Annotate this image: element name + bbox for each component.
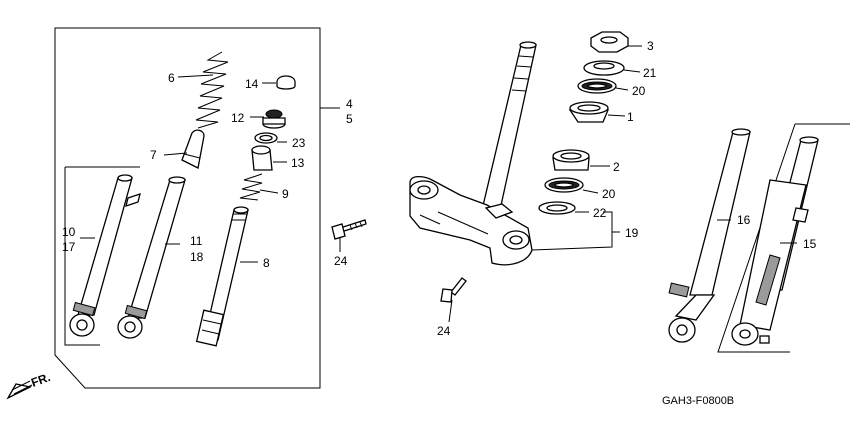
callout-2: 2 <box>613 160 620 174</box>
collar-13 <box>251 145 273 171</box>
callout-19: 19 <box>625 226 639 240</box>
small-spring-9 <box>239 173 263 201</box>
callout-7: 7 <box>150 148 157 162</box>
fork-inner-tube-8 <box>195 206 249 347</box>
fork-outer-tube-11-18 <box>117 176 186 339</box>
callout-3: 3 <box>647 39 654 53</box>
callout-16: 16 <box>737 213 751 227</box>
callout-13: 13 <box>291 156 305 170</box>
ball-bearing-20-upper <box>577 78 617 94</box>
callout-12: 12 <box>231 111 245 125</box>
callout-24-upper: 24 <box>334 254 348 268</box>
bolt-24-upper <box>331 219 367 240</box>
ball-bearing-20-lower <box>544 177 584 193</box>
bearing-race-2 <box>552 149 590 171</box>
damper-piece-7 <box>181 129 205 169</box>
callout-11: 11 <box>190 234 203 248</box>
callout-5: 5 <box>346 112 353 126</box>
callout-10: 10 <box>62 225 76 239</box>
diagram-code: GAH3-F0800B <box>662 395 734 407</box>
callout-6: 6 <box>168 71 175 85</box>
lock-nut-3 <box>590 31 629 53</box>
fork-assembly-16 <box>668 128 751 343</box>
callout-4: 4 <box>346 97 353 111</box>
fork-spring-6 <box>195 51 229 129</box>
callout-18: 18 <box>190 250 204 264</box>
callout-22: 22 <box>593 206 607 220</box>
callout-17: 17 <box>62 240 76 254</box>
callout-15: 15 <box>803 237 817 251</box>
dust-seal-12 <box>262 109 286 129</box>
adjusting-nut-21 <box>583 60 625 76</box>
callout-20-upper: 20 <box>632 84 646 98</box>
callout-14: 14 <box>245 77 259 91</box>
steering-stem-19 <box>409 41 537 266</box>
bearing-race-22 <box>538 201 576 215</box>
callout-24-lower: 24 <box>437 324 451 338</box>
cap-14 <box>276 75 296 90</box>
front-direction-arrow <box>6 380 33 400</box>
fork-outer-tube-10-17 <box>69 174 141 337</box>
callout-9: 9 <box>282 187 289 201</box>
leader-lines <box>80 45 797 323</box>
callout-20-lower: 20 <box>602 187 616 201</box>
callout-8: 8 <box>263 256 270 270</box>
callout-23: 23 <box>292 136 306 150</box>
callout-21: 21 <box>643 66 657 80</box>
assembly-bracket-4-5 <box>54 27 321 389</box>
fork-assembly-15 <box>731 136 819 346</box>
direction-label: FR. <box>29 370 52 390</box>
callout-1: 1 <box>627 110 634 124</box>
bolt-24-lower <box>440 277 467 303</box>
bearing-race-1 <box>568 101 609 123</box>
inner-bracket-10-17 <box>64 166 140 346</box>
oil-seal-23 <box>254 132 278 144</box>
